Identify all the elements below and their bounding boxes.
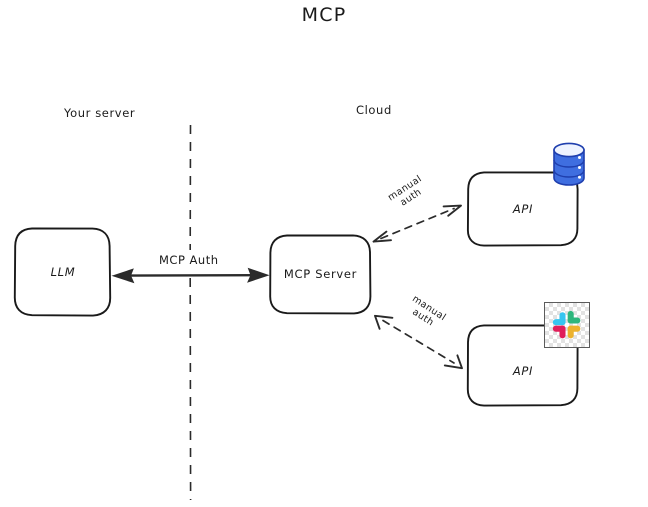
- connection-llm-mcp: [111, 267, 270, 284]
- page-title: MCP: [301, 4, 347, 26]
- node-label-api-top: API: [512, 202, 534, 216]
- connection-mcp-api-bottom: [374, 314, 463, 370]
- node-mcp-server-shape[interactable]: [269, 234, 372, 315]
- connection-mcp-api-top: [372, 204, 462, 243]
- zone-label-cloud: Cloud: [356, 103, 392, 117]
- slack-icon: [544, 302, 590, 348]
- zone-label-your-server: Your server: [64, 106, 136, 120]
- node-llm-shape[interactable]: [13, 227, 112, 317]
- connection-label-mcp-auth: MCP Auth: [159, 253, 219, 267]
- node-label-llm: LLM: [50, 265, 76, 279]
- node-label-mcp-server: MCP Server: [283, 267, 358, 281]
- database-icon: [550, 141, 588, 187]
- node-label-api-bottom: API: [512, 364, 534, 378]
